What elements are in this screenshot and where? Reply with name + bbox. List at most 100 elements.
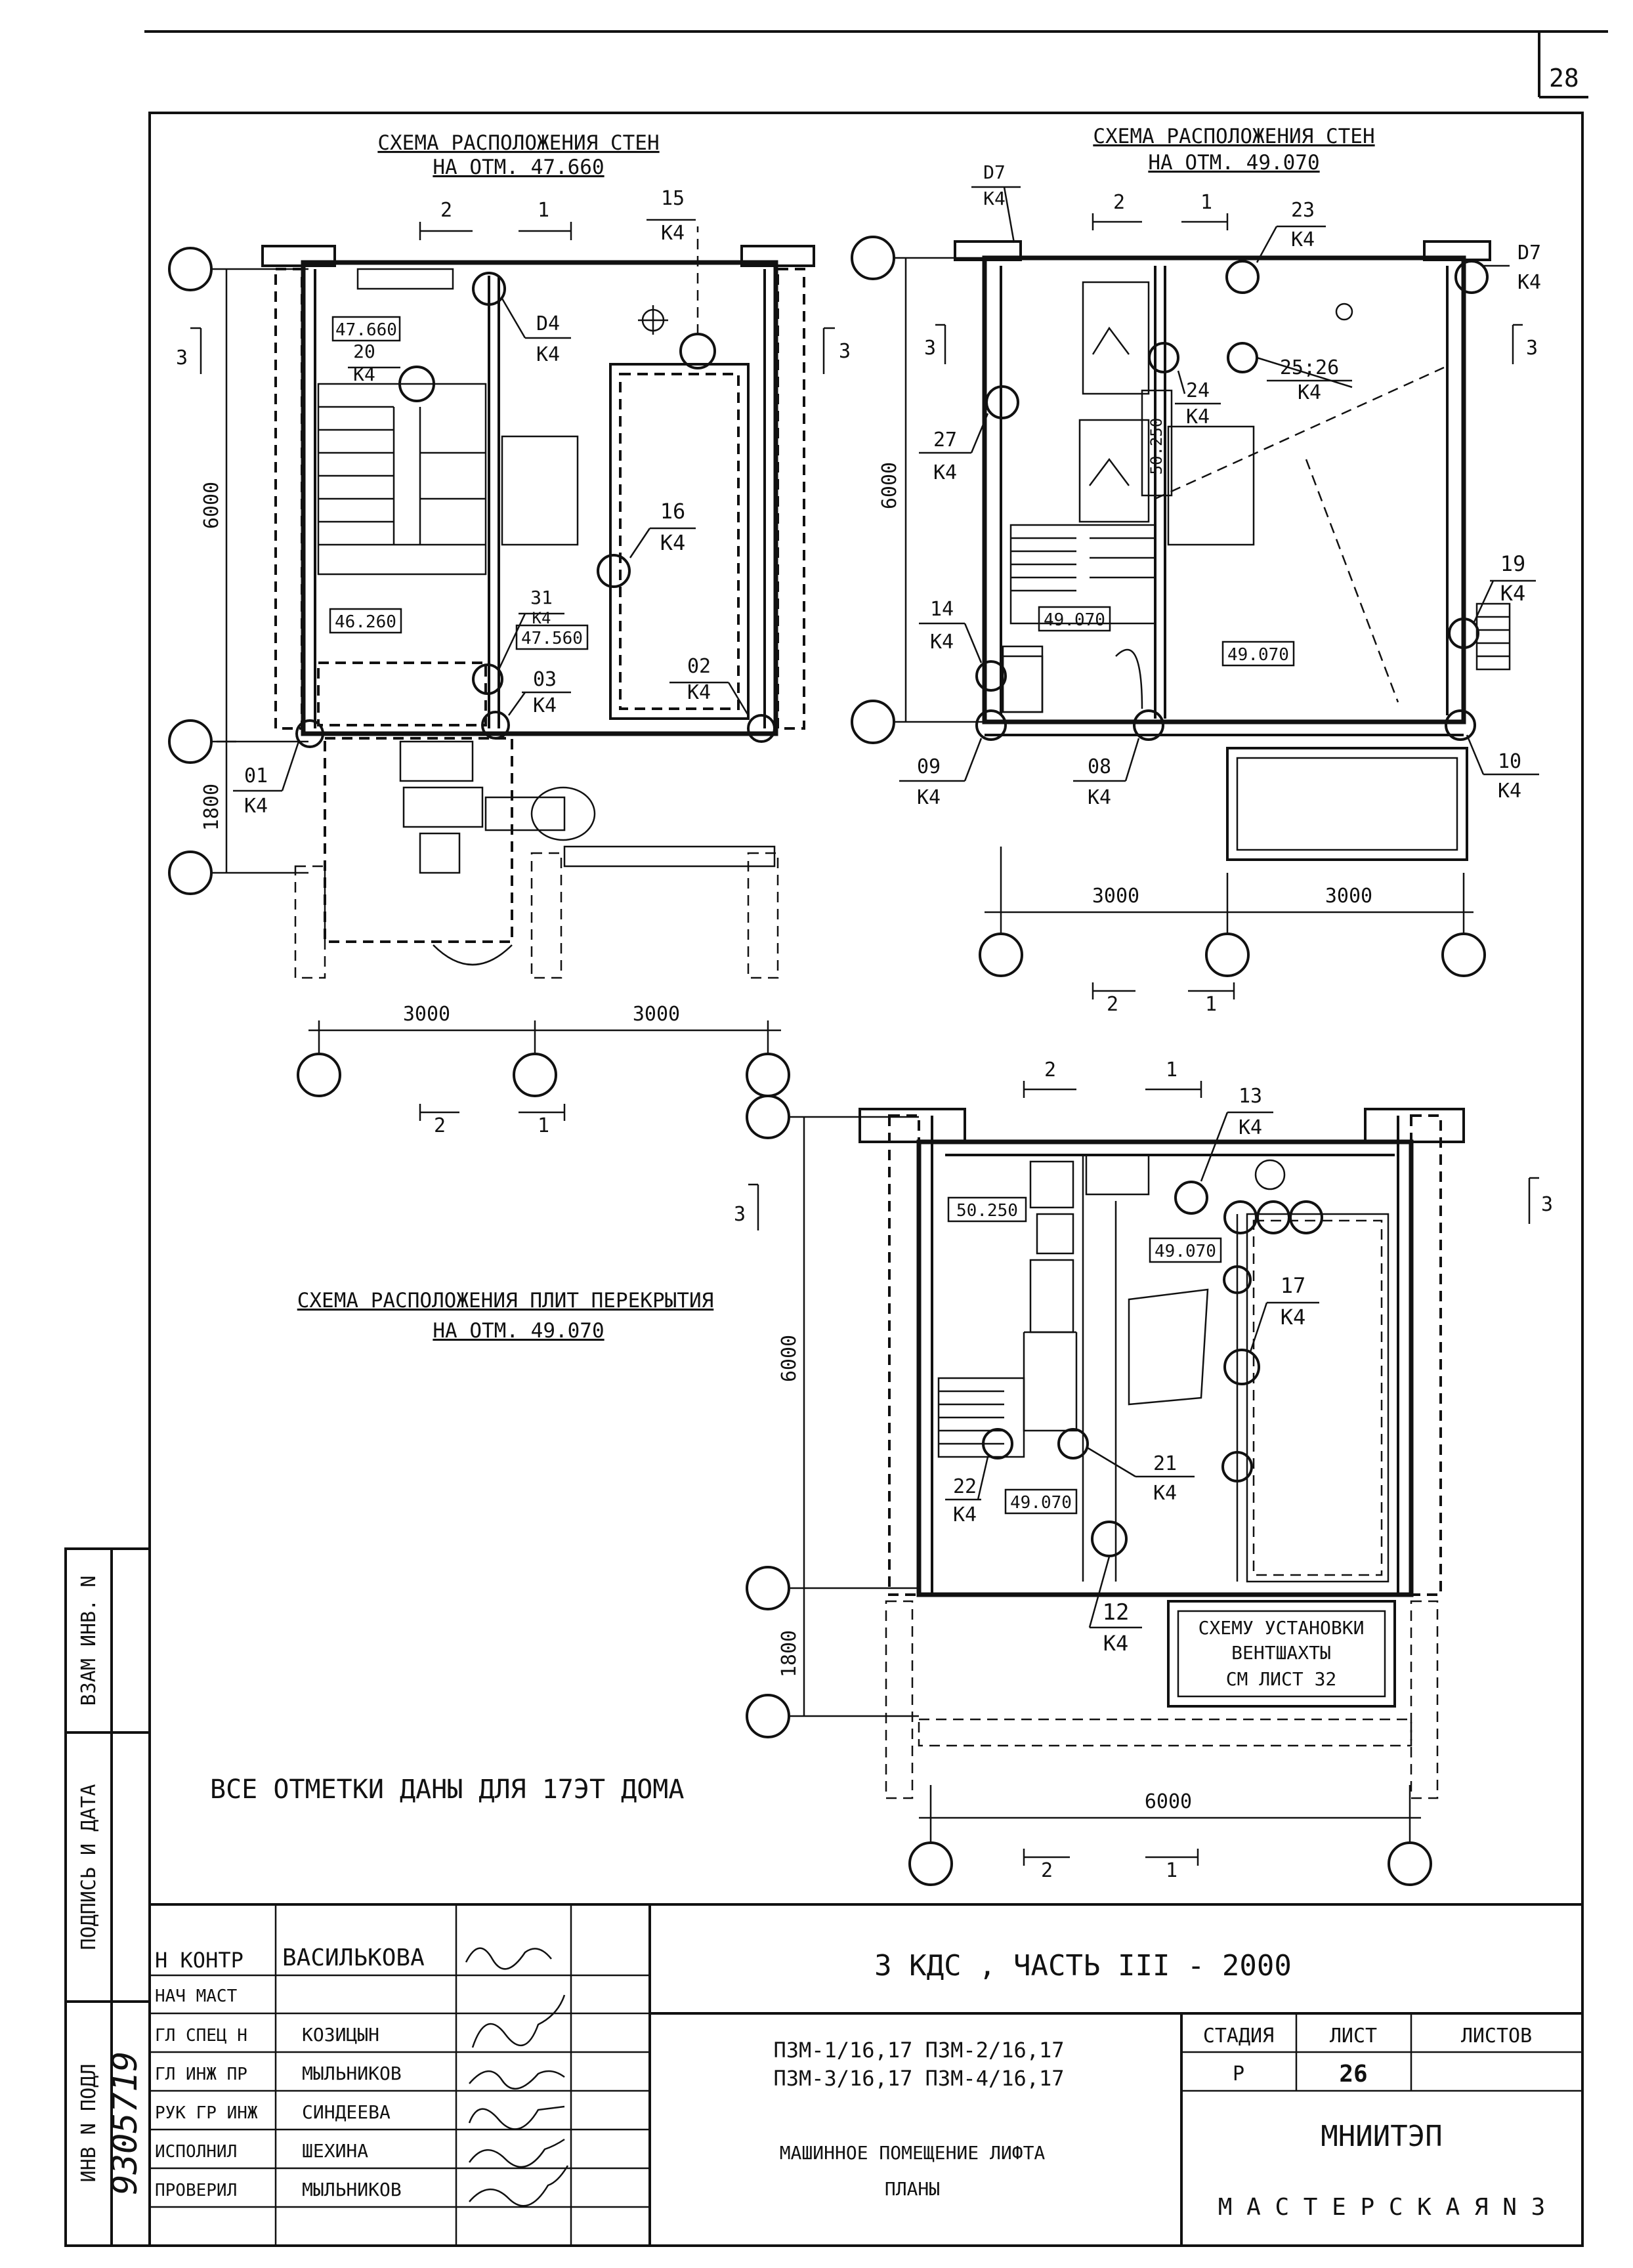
plan-slabs-49070: СХЕМА РАСПОЛОЖЕНИЯ ПЛИТ ПЕРЕКРЫТИЯ НА ОТ… <box>297 1059 1553 1886</box>
plan-49070: СХЕМА РАСПОЛОЖЕНИЯ СТЕН НА ОТМ. 49.070 2… <box>851 125 1541 1016</box>
plan3-section-1-bottom: 1 <box>1166 1859 1177 1882</box>
mark-14-k4: K4 <box>930 631 954 654</box>
mark-d4-k4: K4 <box>536 343 560 366</box>
org-name: МНИИТЭП <box>1321 2120 1442 2153</box>
mark-08: 08 <box>1088 755 1111 778</box>
mark-10: 10 <box>1498 750 1521 773</box>
axis-bubble <box>168 850 213 895</box>
mark-17-k4: K4 <box>1281 1305 1306 1330</box>
mark-09: 09 <box>917 755 941 778</box>
signatures <box>465 1947 569 2207</box>
plan1-title-line2: НА ОТМ. 47.660 <box>433 156 604 179</box>
plan2-elev-49070-b: 49.070 <box>1227 645 1289 665</box>
plan1-dim-6000: 6000 <box>200 482 223 529</box>
role-proveril: ПРОВЕРИЛ <box>155 2181 237 2200</box>
plan1-title-line1: СХЕМА РАСПОЛОЖЕНИЯ СТЕН <box>377 131 659 155</box>
sheet-corner-number: 28 <box>1549 64 1579 93</box>
plan3-section-2-bottom: 2 <box>1041 1859 1053 1882</box>
plan2-section-3-left: 3 <box>924 337 936 360</box>
subject-line1: МАШИННОЕ ПОМЕЩЕНИЕ ЛИФТА <box>780 2142 1046 2164</box>
sheet-value: 26 <box>1339 2061 1367 2088</box>
plan3-section-1: 1 <box>1166 1059 1177 1082</box>
role-nach-mast: НАЧ МАСТ <box>155 1986 238 2006</box>
plan1-dim-1800: 1800 <box>200 784 223 831</box>
mark-20-k4: K4 <box>353 364 375 385</box>
name-7: МЫЛЬНИКОВ <box>302 2179 402 2200</box>
plan2-title-line1: СХЕМА РАСПОЛОЖЕНИЯ СТЕН <box>1093 125 1374 148</box>
mark-27-k4: K4 <box>933 461 957 484</box>
plan3-title-line2: НА ОТМ. 49.070 <box>433 1319 604 1343</box>
plan2-section-1-bottom: 1 <box>1205 993 1217 1016</box>
products-line2: П3М-3/16,17 П3М-4/16,17 <box>773 2066 1064 2091</box>
title-block: Н КОНТР НАЧ МАСТ ГЛ СПЕЦ Н ГЛ ИНЖ ПР РУК… <box>150 1903 1582 2246</box>
mark-22: 22 <box>953 1475 977 1498</box>
note-line3: СМ ЛИСТ 32 <box>1226 1668 1337 1690</box>
shaft-note-box <box>1167 1600 1396 1708</box>
axis-bubble <box>168 247 213 291</box>
plan1-section-1: 1 <box>538 199 549 222</box>
plan3-dim-6000-h: 6000 <box>1145 1790 1192 1813</box>
workshop-name: М А С Т Е Р С К А Я N 3 <box>1218 2194 1546 2221</box>
plan1-elev-47660: 47.660 <box>335 320 397 340</box>
mark-19: 19 <box>1500 551 1526 576</box>
stamp-label-inv: ИНВ N ПОДЛ <box>77 2064 100 2183</box>
plan1-section-1-bottom: 1 <box>538 1114 549 1137</box>
plan2-dim-6000: 6000 <box>878 462 901 509</box>
stamp-inv-number: 9305719 <box>106 2051 145 2194</box>
role-gl-spets: ГЛ СПЕЦ Н <box>155 2026 247 2046</box>
axis-bubble <box>297 1053 341 1097</box>
plan3-dim-6000: 6000 <box>778 1335 801 1382</box>
mark-d7-left: D7 <box>983 161 1006 183</box>
mark-14: 14 <box>930 598 954 621</box>
mark-23: 23 <box>1291 199 1315 222</box>
mark-01-k4: K4 <box>244 795 268 818</box>
subject-line2: ПЛАНЫ <box>885 2178 940 2200</box>
name-1: ВАСИЛЬКОВА <box>282 1944 425 1971</box>
mark-01: 01 <box>244 765 268 788</box>
mark-10-k4: K4 <box>1498 780 1521 803</box>
plan3-section-2: 2 <box>1044 1059 1056 1082</box>
mark-d4: D4 <box>536 312 560 335</box>
note-line2: ВЕНТШАХТЫ <box>1231 1642 1331 1664</box>
plan2-elev-49070-a: 49.070 <box>1044 610 1105 630</box>
plan1-elev-47560: 47.560 <box>521 629 583 648</box>
stamp-label-vzam: ВЗАМ ИНВ. N <box>77 1576 100 1706</box>
axis-bubble <box>513 1053 557 1097</box>
mark-12-k4: K4 <box>1103 1631 1129 1656</box>
mark-13: 13 <box>1239 1085 1262 1108</box>
name-3: КОЗИЦЫН <box>302 2024 379 2046</box>
mark-d7-right: D7 <box>1517 242 1541 264</box>
name-6: ШЕХИНА <box>302 2140 368 2162</box>
side-stamp: ВЗАМ ИНВ. N ПОДПИСЬ И ДАТА ИНВ N ПОДЛ 93… <box>64 1547 151 2247</box>
sheet-header: ЛИСТ <box>1330 2025 1377 2048</box>
plan2-title-line2: НА ОТМ. 49.070 <box>1148 151 1319 175</box>
plan3-elev-50250: 50.250 <box>956 1201 1018 1221</box>
mark-31-k4: K4 <box>532 609 551 627</box>
mark-16: 16 <box>660 499 686 524</box>
sheets-header: ЛИСТОВ <box>1461 2025 1532 2048</box>
mark-16-k4: K4 <box>660 530 686 555</box>
plan1-dim-3000-b: 3000 <box>633 1003 680 1026</box>
mark-d7-left-k4: K4 <box>983 188 1006 209</box>
plan2-section-1: 1 <box>1200 191 1212 214</box>
stage-value: Р <box>1233 2063 1244 2086</box>
mark-03-k4: K4 <box>533 694 557 717</box>
mark-13-k4: K4 <box>1239 1116 1262 1139</box>
plan2-outer-wall <box>982 255 1466 724</box>
plan1-outer-wall <box>301 260 778 736</box>
mark-d7-right-k4: K4 <box>1517 271 1541 294</box>
mark-09-k4: K4 <box>917 786 941 809</box>
plan-47660: СХЕМА РАСПОЛОЖЕНИЯ СТЕН НА ОТМ. 47.660 2… <box>168 131 851 1137</box>
axis-bubble <box>746 1053 790 1097</box>
plan1-section-3-left: 3 <box>176 346 188 369</box>
mark-15-k4: K4 <box>661 222 685 245</box>
mark-27: 27 <box>933 429 957 452</box>
role-n-kontr: Н КОНТР <box>155 1948 244 1973</box>
stage-header: СТАДИЯ <box>1203 2025 1274 2048</box>
mark-02: 02 <box>687 655 711 678</box>
plan1-lift-shaft <box>609 363 750 720</box>
mark-15: 15 <box>661 187 685 210</box>
plan3-dim-1800: 1800 <box>778 1630 801 1677</box>
mark-03: 03 <box>533 668 557 691</box>
